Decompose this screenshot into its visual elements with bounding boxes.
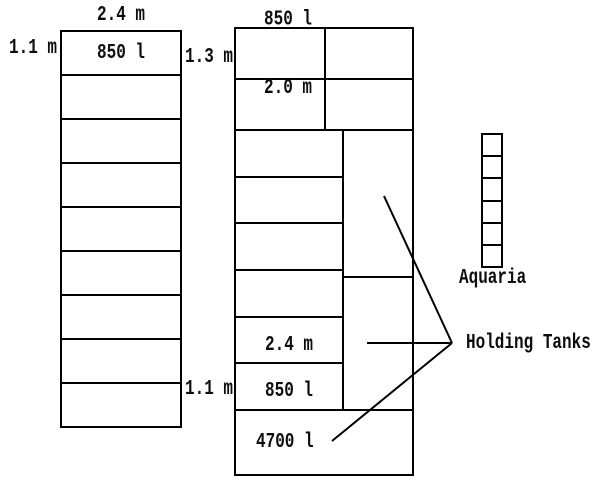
left-tank-width-label: 2.4 m bbox=[96, 2, 145, 27]
aquaria-cell bbox=[483, 155, 501, 177]
tank-cell bbox=[236, 175, 342, 223]
left-tank-volume-label: 850 l bbox=[96, 40, 145, 65]
aquaria-cell bbox=[483, 221, 501, 244]
left-tank-height-label: 1.1 m bbox=[8, 35, 57, 60]
holding-tanks-label: Holding Tanks bbox=[466, 330, 591, 355]
aquaria-column bbox=[481, 133, 503, 268]
aquaria-label: Aquaria bbox=[459, 265, 527, 290]
main-tank-middle-section: 2.4 m 850 l bbox=[236, 129, 412, 409]
main-tank-top-volume-label: 850 l bbox=[263, 6, 312, 31]
main-tank-volume-cell: 850 l 2.0 m bbox=[236, 7, 326, 99]
main-tank: 850 l 2.0 m 2.4 m 850 l bbox=[234, 7, 414, 476]
tank-cell bbox=[62, 294, 180, 338]
tank-cell bbox=[62, 118, 180, 162]
main-tank-bottom-cell: 4700 l bbox=[236, 409, 412, 474]
main-tank-volume-label: 850 l bbox=[264, 378, 313, 404]
main-tank-top-width-label: 2.0 m bbox=[263, 75, 312, 100]
left-tank: 850 l bbox=[60, 30, 182, 428]
aquaria-cell bbox=[483, 199, 501, 222]
tank-row bbox=[236, 78, 412, 129]
aquaria-cell bbox=[483, 243, 501, 266]
tank-cell bbox=[62, 162, 180, 206]
tank-cell bbox=[62, 338, 180, 382]
tank-row: 850 l 2.0 m bbox=[236, 7, 412, 99]
tank-cell bbox=[236, 80, 326, 129]
main-tank-volume-cell: 850 l bbox=[236, 362, 342, 409]
main-tank-bottom-volume-label: 4700 l bbox=[256, 429, 314, 454]
holding-tank-column bbox=[344, 131, 412, 409]
tank-cell bbox=[236, 222, 342, 269]
aquaria-cell bbox=[483, 177, 501, 199]
main-tank-top-section: 850 l 2.0 m bbox=[236, 7, 412, 129]
holding-tank-cell-tall bbox=[344, 131, 412, 276]
main-tank-height-label-top: 1.3 m bbox=[185, 44, 234, 69]
main-tank-width-cell: 2.4 m bbox=[236, 315, 342, 363]
tank-cell bbox=[236, 269, 342, 316]
tank-cell bbox=[62, 74, 180, 118]
main-tank-height-label-bottom: 1.1 m bbox=[184, 376, 233, 401]
main-tank-top-cell-text: 850 l 2.0 m bbox=[230, 0, 345, 145]
holding-tank-cell-lower bbox=[344, 276, 412, 409]
left-tank-volume-cell: 850 l bbox=[62, 32, 180, 74]
aquaria-cell bbox=[483, 135, 501, 155]
tank-cell bbox=[62, 206, 180, 250]
main-tank-narrow-column: 2.4 m 850 l bbox=[236, 131, 344, 409]
tank-cell bbox=[62, 250, 180, 294]
main-tank-width-label: 2.4 m bbox=[264, 332, 313, 357]
tank-cell bbox=[62, 382, 180, 426]
